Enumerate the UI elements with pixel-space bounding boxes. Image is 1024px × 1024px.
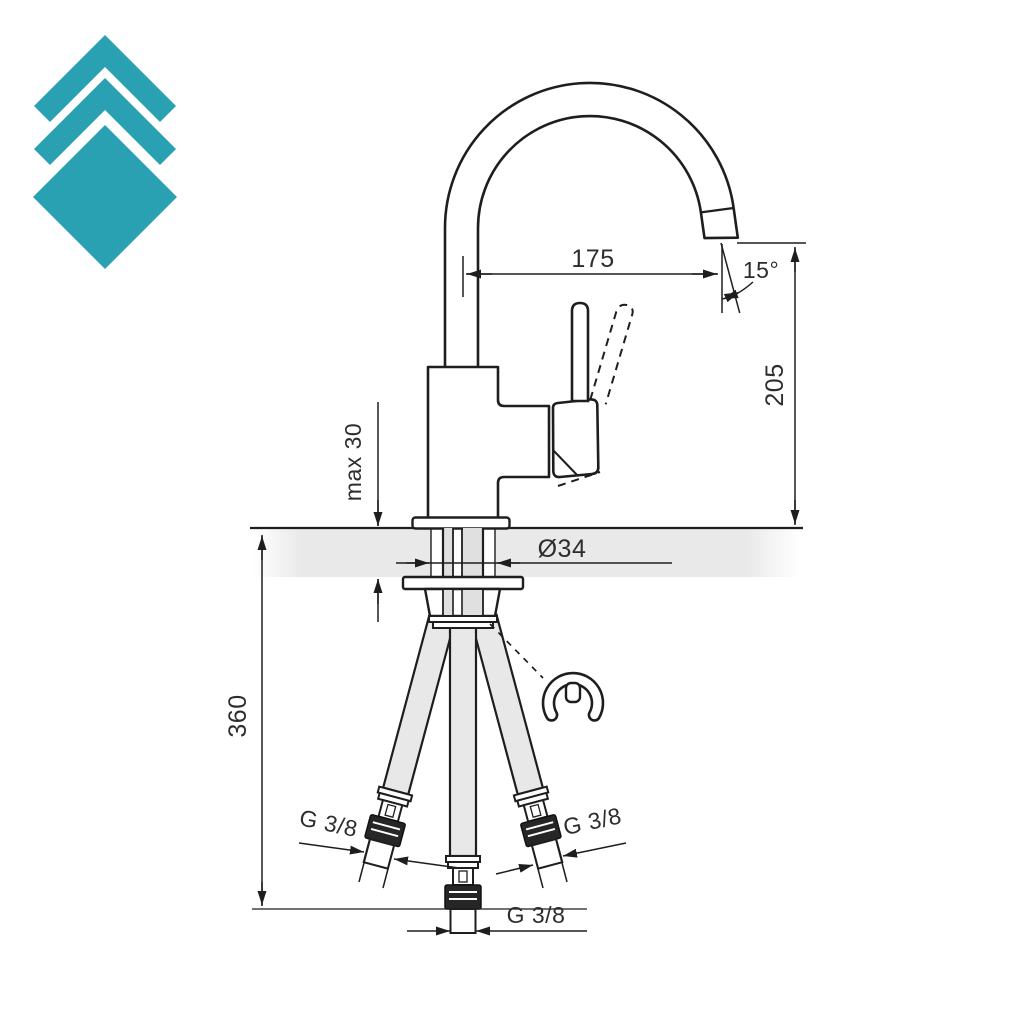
left-thread-label: G 3/8 [297, 804, 360, 842]
spout-angle-label: 15° [743, 257, 779, 283]
center-supply-hose [443, 614, 483, 935]
logo-chevron-middle [34, 78, 176, 165]
brand-logo [33, 35, 177, 269]
valve-chamfer-line [552, 449, 579, 477]
center-thread-label: G 3/8 [507, 902, 566, 928]
dimension-hose-drop [252, 535, 587, 910]
dimension-left-thread [298, 839, 460, 889]
aerator-joint-line [700, 206, 734, 214]
logo-chevron-top [34, 35, 176, 122]
valve-cartridge-housing [551, 398, 600, 479]
washer-plate [401, 575, 525, 591]
dimension-spout-angle [720, 242, 754, 314]
base-flange [411, 516, 511, 530]
spout-reach-label: 175 [571, 245, 614, 273]
dimension-spout-reach [462, 256, 718, 297]
dimension-right-thread [495, 839, 627, 889]
left-supply-hose [357, 612, 461, 872]
right-thread-label: G 3/8 [561, 802, 624, 840]
counter-deck [250, 526, 803, 577]
mounting-nut-symbol [541, 671, 605, 722]
dimension-spout-height [737, 242, 806, 525]
faucet-body [426, 365, 551, 520]
spout-height-label: 205 [761, 363, 789, 406]
mounting-nut-leader-line [489, 623, 544, 679]
lever-handle [570, 301, 590, 403]
mounting-fitting [423, 587, 502, 629]
logo-diamond [33, 125, 177, 269]
hose-drop-label: 360 [224, 694, 252, 737]
lever-ghost-position [557, 303, 634, 487]
faucet-spout [443, 81, 740, 371]
deck-thickness-label: max 30 [340, 423, 366, 501]
mount-hole-label: Ø34 [538, 535, 587, 563]
